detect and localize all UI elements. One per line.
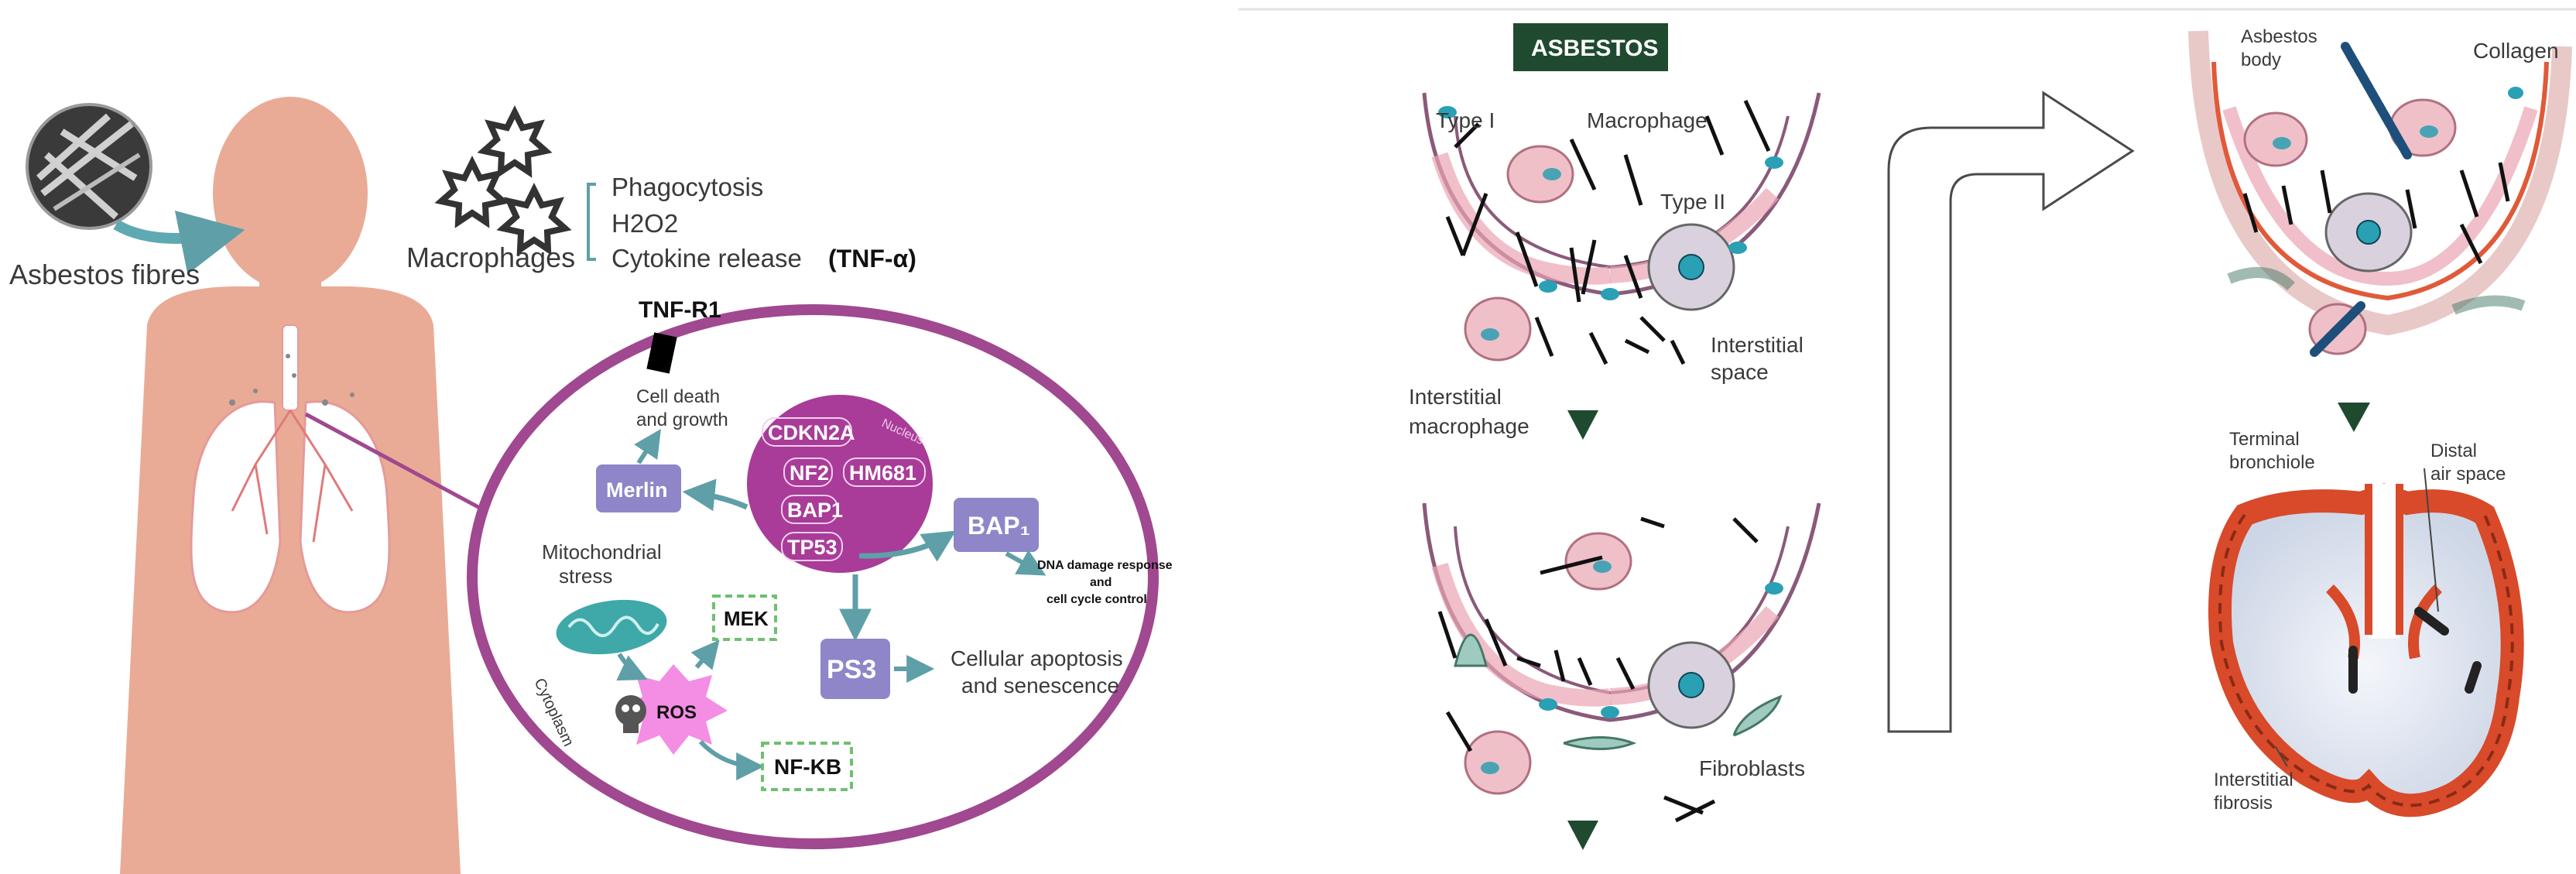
macrophage-icons [434,105,572,255]
dna-line3: cell cycle control [1046,593,1147,606]
down-arrow-3 [2338,403,2370,432]
ros-to-mek-arrow [690,639,720,670]
macrophage-label: Macrophage [1587,108,1708,132]
type2-label: Type II [1660,190,1725,214]
terminal-line2: bronchiole [2229,452,2315,473]
response-bracket [587,183,596,261]
gene-hm681: HM681 [849,461,916,485]
mitochondrion-icon [556,599,667,655]
gene-bap1: BAP1 [787,499,843,522]
fibres-middle [1437,516,1759,823]
down-arrow-2 [1567,821,1598,850]
gene-cdkn2a: CDKN2A [768,421,855,444]
distal-line2: air space [2430,464,2506,485]
distal-air-space-label: Distal air space [2430,440,2506,485]
fibres-top [1445,99,1771,365]
tnf-r1-receptor [646,332,677,374]
mito-line2: stress [559,564,612,588]
terminal-bronchiole-label: Terminal bronchiole [2229,429,2315,473]
fibroblasts-label: Fibroblasts [1699,756,1805,780]
merlin-node [596,464,681,512]
ros-to-nfkb-arrow [698,739,765,780]
ros-star [621,664,728,755]
nucleus-to-bap1-arrow [858,530,957,562]
mek-label: MEK [724,607,769,630]
apoptosis-line2: and senescence [961,673,1119,697]
fibrosis-line1: Interstitial [2214,769,2293,790]
left-panel: Asbestos fibres Macrophages Phagocytosis… [9,97,1173,874]
right-panel: ASBESTOS [1409,23,2572,850]
asbestos-body-line2: body [2241,50,2281,70]
fibrotic-airway [2208,468,2524,817]
terminal-line1: Terminal [2229,429,2300,450]
distal-line1: Distal [2430,440,2477,461]
cell-death-line2: and growth [636,410,728,430]
alveolus-top [1422,92,1821,362]
dna-damage-label: DNA damage response and cell cycle contr… [1037,559,1173,606]
interstitial-space-label: Interstitial space [1711,333,1810,384]
skull-icon [615,695,646,733]
mito-line1: Mitochondrial [542,540,662,564]
nfkb-label: NF-KB [774,755,841,779]
mitochondrion-cristae [567,615,659,637]
asbestos-body-label: Asbestos body [2241,26,2322,70]
interstitial-space-line2: space [1711,360,1769,384]
asbestos-banner-label: ASBESTOS [1531,36,1659,61]
dna-line1: DNA damage response [1037,559,1173,572]
macrophages-label: Macrophages [406,242,575,273]
fibrosis-line2: fibrosis [2214,793,2273,814]
merlin-to-death-arrow [634,428,661,464]
progression-arrow [1887,91,2135,733]
down-arrow-1 [1567,410,1598,440]
apoptosis-label: Cellular apoptosis and senescence [951,646,1129,697]
gene-labels: CDKN2A NF2 HM681 BAP1 TP53 [762,417,926,561]
mek-node [712,595,777,641]
tnf-r1-label: TNF-R1 [639,297,721,323]
cell-death-line1: Cell death [636,386,720,407]
interstitial-macrophage-line1: Interstitial [1409,385,1502,409]
gene-nf2: NF2 [790,461,829,485]
lungs [190,324,391,614]
human-silhouette [120,97,461,874]
fibres-fibrotic [2242,162,2510,265]
inhalation-arrow [113,210,245,275]
merlin-label: Merlin [606,478,668,502]
nfkb-node [761,742,853,791]
asbestos-banner [1513,23,1668,71]
tnf-alpha-label: (TNF-α) [828,245,916,272]
asbestos-body-line1: Asbestos [2241,26,2317,47]
asbestos-body-top [2341,42,2412,159]
nucleus-to-merlin-arrow [682,478,748,512]
bap1-node [954,498,1039,552]
cytokine-release-label: Cytokine release [611,244,802,272]
mitochondrial-stress-label: Mitochondrial stress [542,540,667,588]
p53-node [820,639,890,699]
mito-to-ros-arrow [616,653,648,681]
asbestos-fibres-photo [26,103,152,230]
nucleus [747,395,933,573]
ros-label: ROS [656,702,697,723]
interstitial-macrophage-line2: macrophage [1409,414,1530,438]
bap1-label: BAP₁ [968,512,1030,540]
cell-death-label: Cell death and growth [636,386,728,430]
type1-label: Type I [1436,108,1495,132]
apoptosis-line1: Cellular apoptosis [951,646,1123,670]
p53-label: PS3 [827,655,876,684]
phagocytosis-label: Phagocytosis [611,173,763,201]
dna-line2: and [1090,576,1112,589]
h2o2-label: H2O2 [611,209,678,238]
asbestos-body-lower [2310,301,2365,357]
interstitial-macrophage-label: Interstitial macrophage [1409,385,1530,438]
bap1-to-dna-arrow [1005,550,1046,576]
collagen-label: Collagen [2473,39,2559,63]
alveolus-middle [1422,502,1821,795]
asbestos-fibres-label: Asbestos fibres [9,259,200,290]
interstitial-fibrosis-label: Interstitial fibrosis [2214,769,2298,814]
gene-tp53: TP53 [787,536,838,559]
interstitial-space-line1: Interstitial [1711,333,1804,357]
